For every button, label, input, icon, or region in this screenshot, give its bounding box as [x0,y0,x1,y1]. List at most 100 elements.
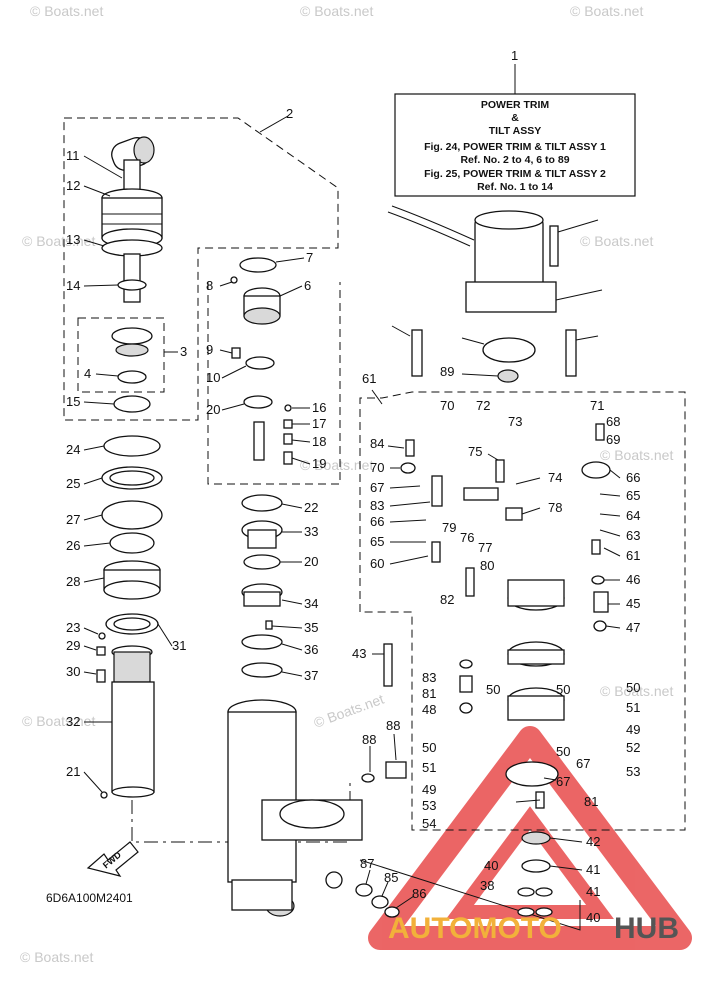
brand-part-2: HUB [614,912,679,945]
fwd-arrow: FWD [86,841,139,877]
callout-53: 54 [422,816,436,831]
callout-43: 42 [586,834,600,849]
callout-64: 68 [606,414,620,429]
callout-61: 67 [370,480,384,495]
callout-21: 20 [304,554,318,569]
group-outlines: 2 61 [63,106,686,931]
callout-75: 82 [440,592,454,607]
middle-parts [230,257,293,678]
callout-76: 81 [422,686,436,701]
title-line-1: POWER TRIM [481,99,549,111]
callout-27: 26 [66,538,80,553]
callout-80: 85 [384,870,398,885]
brand-logo: AUTOMOTO HUB [388,912,679,945]
title-line-2: & [511,112,519,124]
callout-54: 60 [370,556,384,571]
callout-50: 50 [422,740,436,755]
callout-78: 83 [370,498,384,513]
callout-8: 8 [206,278,213,293]
callout-48: 48 [422,702,436,717]
callout-9: 9 [206,342,213,357]
callout-18: 18 [312,434,326,449]
callout-6: 6 [304,278,311,293]
callout-28: 27 [66,512,80,527]
callout-58: 65 [626,488,640,503]
callout-85: 89 [440,364,454,379]
leader-lines [83,155,621,909]
callout-50: 50 [486,682,500,697]
motor-assembly [387,205,577,383]
watermark: © Boats.net [580,233,653,249]
callout-24: 23 [66,620,80,635]
watermark: © Boats.net [30,3,103,19]
callout-42: 41 [586,862,600,877]
callout-29: 28 [66,574,80,589]
callout-40: 40 [586,910,600,925]
callout-62: 67 [556,774,570,789]
callout-48: 47 [626,620,640,635]
title-box: 1 POWER TRIM & TILT ASSY Fig. 24, POWER … [394,48,636,197]
callout-84: 88 [386,718,400,733]
diagram-code: 6D6A100M2401 [46,891,133,905]
callout-34: 33 [304,524,318,539]
callout-46: 45 [626,596,640,611]
callout-33: 32 [66,714,80,729]
callout-50: 50 [626,680,640,695]
callout-51: 51 [626,700,640,715]
brand-part-1: AUTOMOTO [388,912,562,945]
callout-79: 84 [370,436,384,451]
callout-44: 43 [352,646,366,661]
callout-83: 88 [362,732,376,747]
callout-2: 2 [286,106,293,121]
callout-10: 10 [206,370,220,385]
callout-57: 65 [370,534,384,549]
callout-15: 15 [66,394,80,409]
callout-40: 38 [480,878,494,893]
callout-65: 70 [370,460,384,475]
callout-4: 4 [84,366,91,381]
callout-38: 37 [304,668,318,683]
callout-31: 30 [66,664,80,679]
callout-12: 12 [66,178,80,193]
callout-67: 72 [476,398,490,413]
callout-50: 50 [556,682,570,697]
callout-51: 51 [422,760,436,775]
callout-60: 66 [626,470,640,485]
callout-41: 40 [484,858,498,873]
callout-59: 66 [370,514,384,529]
title-line-5: Ref. No. 2 to 4, 6 to 89 [460,154,569,166]
callout-53: 53 [626,764,640,779]
callout-41: 41 [586,884,600,899]
callout-25: 24 [66,442,80,457]
callout-74: 81 [584,794,598,809]
title-line-7: Ref. No. 1 to 14 [477,181,553,193]
callout-3: 3 [180,344,187,359]
callout-11: 11 [66,148,80,163]
callout-77: 83 [422,670,436,685]
title-line-4: Fig. 24, POWER TRIM & TILT ASSY 1 [424,141,606,153]
callout-70: 77 [478,540,492,555]
valve-assembly [355,423,611,918]
watermark: © Boats.net [20,949,93,965]
callout-65: 69 [606,432,620,447]
tilt-rod-assembly [96,136,163,799]
callout-23: 22 [304,500,318,515]
watermark: © Boats.net [600,447,673,463]
callout-13: 13 [66,232,80,247]
watermarks: © Boats.net © Boats.net © Boats.net © Bo… [20,3,673,965]
callout-7: 7 [306,250,313,265]
watermark: © Boats.net [300,3,373,19]
watermark: © Boats.net [600,683,673,699]
callout-54: 61 [626,548,640,563]
callout-labels: 11 12 13 14 3 4 15 24 25 27 26 28 23 29 … [66,148,640,925]
tilt-housing [227,699,363,917]
callout-30: 29 [66,638,80,653]
callout-63: 67 [576,756,590,771]
watermark: © Boats.net [22,233,95,249]
callout-71: 78 [548,500,562,515]
callout-69: 75 [468,444,482,459]
callout-37: 36 [304,642,318,657]
title-line-3: TILT ASSY [489,125,542,137]
callout-56: 64 [626,508,640,523]
watermark: © Boats.net [22,713,95,729]
